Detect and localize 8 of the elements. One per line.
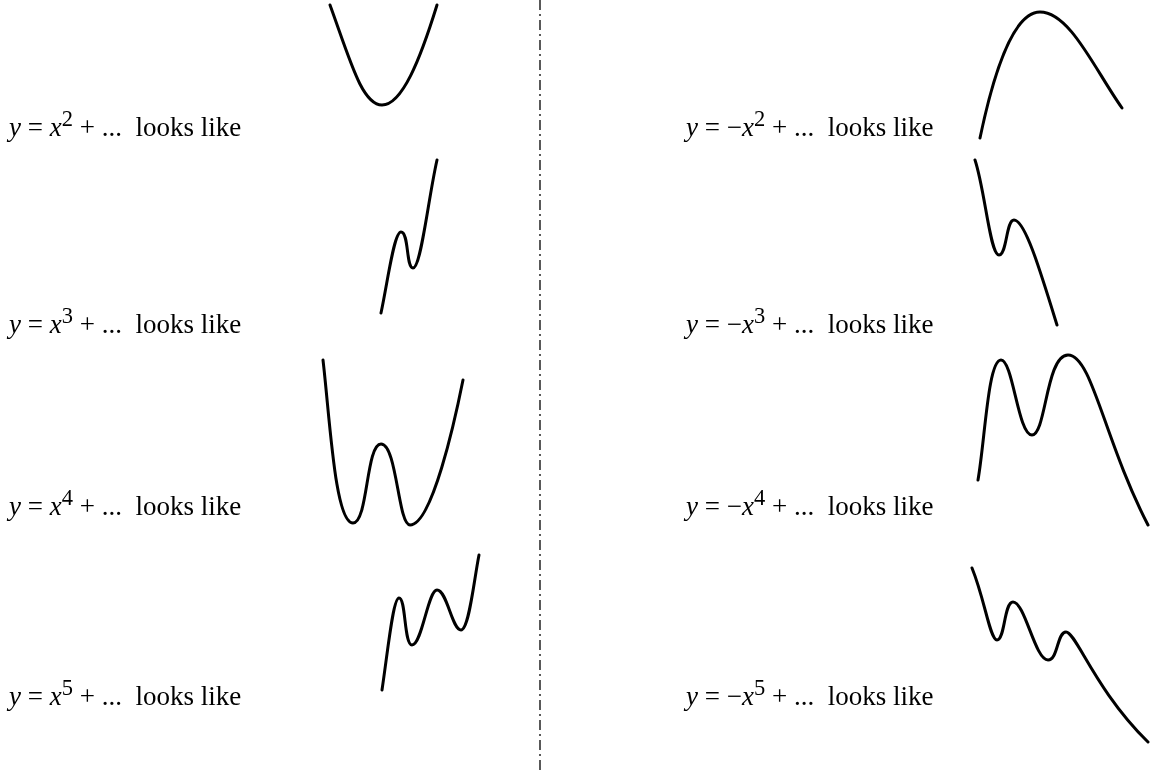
equation-text: y = −x$^{4}$ + ... looks like [683, 484, 934, 522]
equation-text: y = −x$^{3}$ + ... looks like [683, 302, 934, 340]
equation-text: y = −x$^{2}$ + ... looks like [683, 105, 934, 143]
equation-text: y = x$^{5}$ + ... looks like [6, 674, 242, 712]
equation-text: y = x$^{2}$ + ... looks like [6, 105, 242, 143]
equation-text: y = x$^{3}$ + ... looks like [6, 302, 242, 340]
equation-text: y = −x$^{5}$ + ... looks like [683, 674, 934, 712]
equation-text: y = x$^{4}$ + ... looks like [6, 484, 242, 522]
